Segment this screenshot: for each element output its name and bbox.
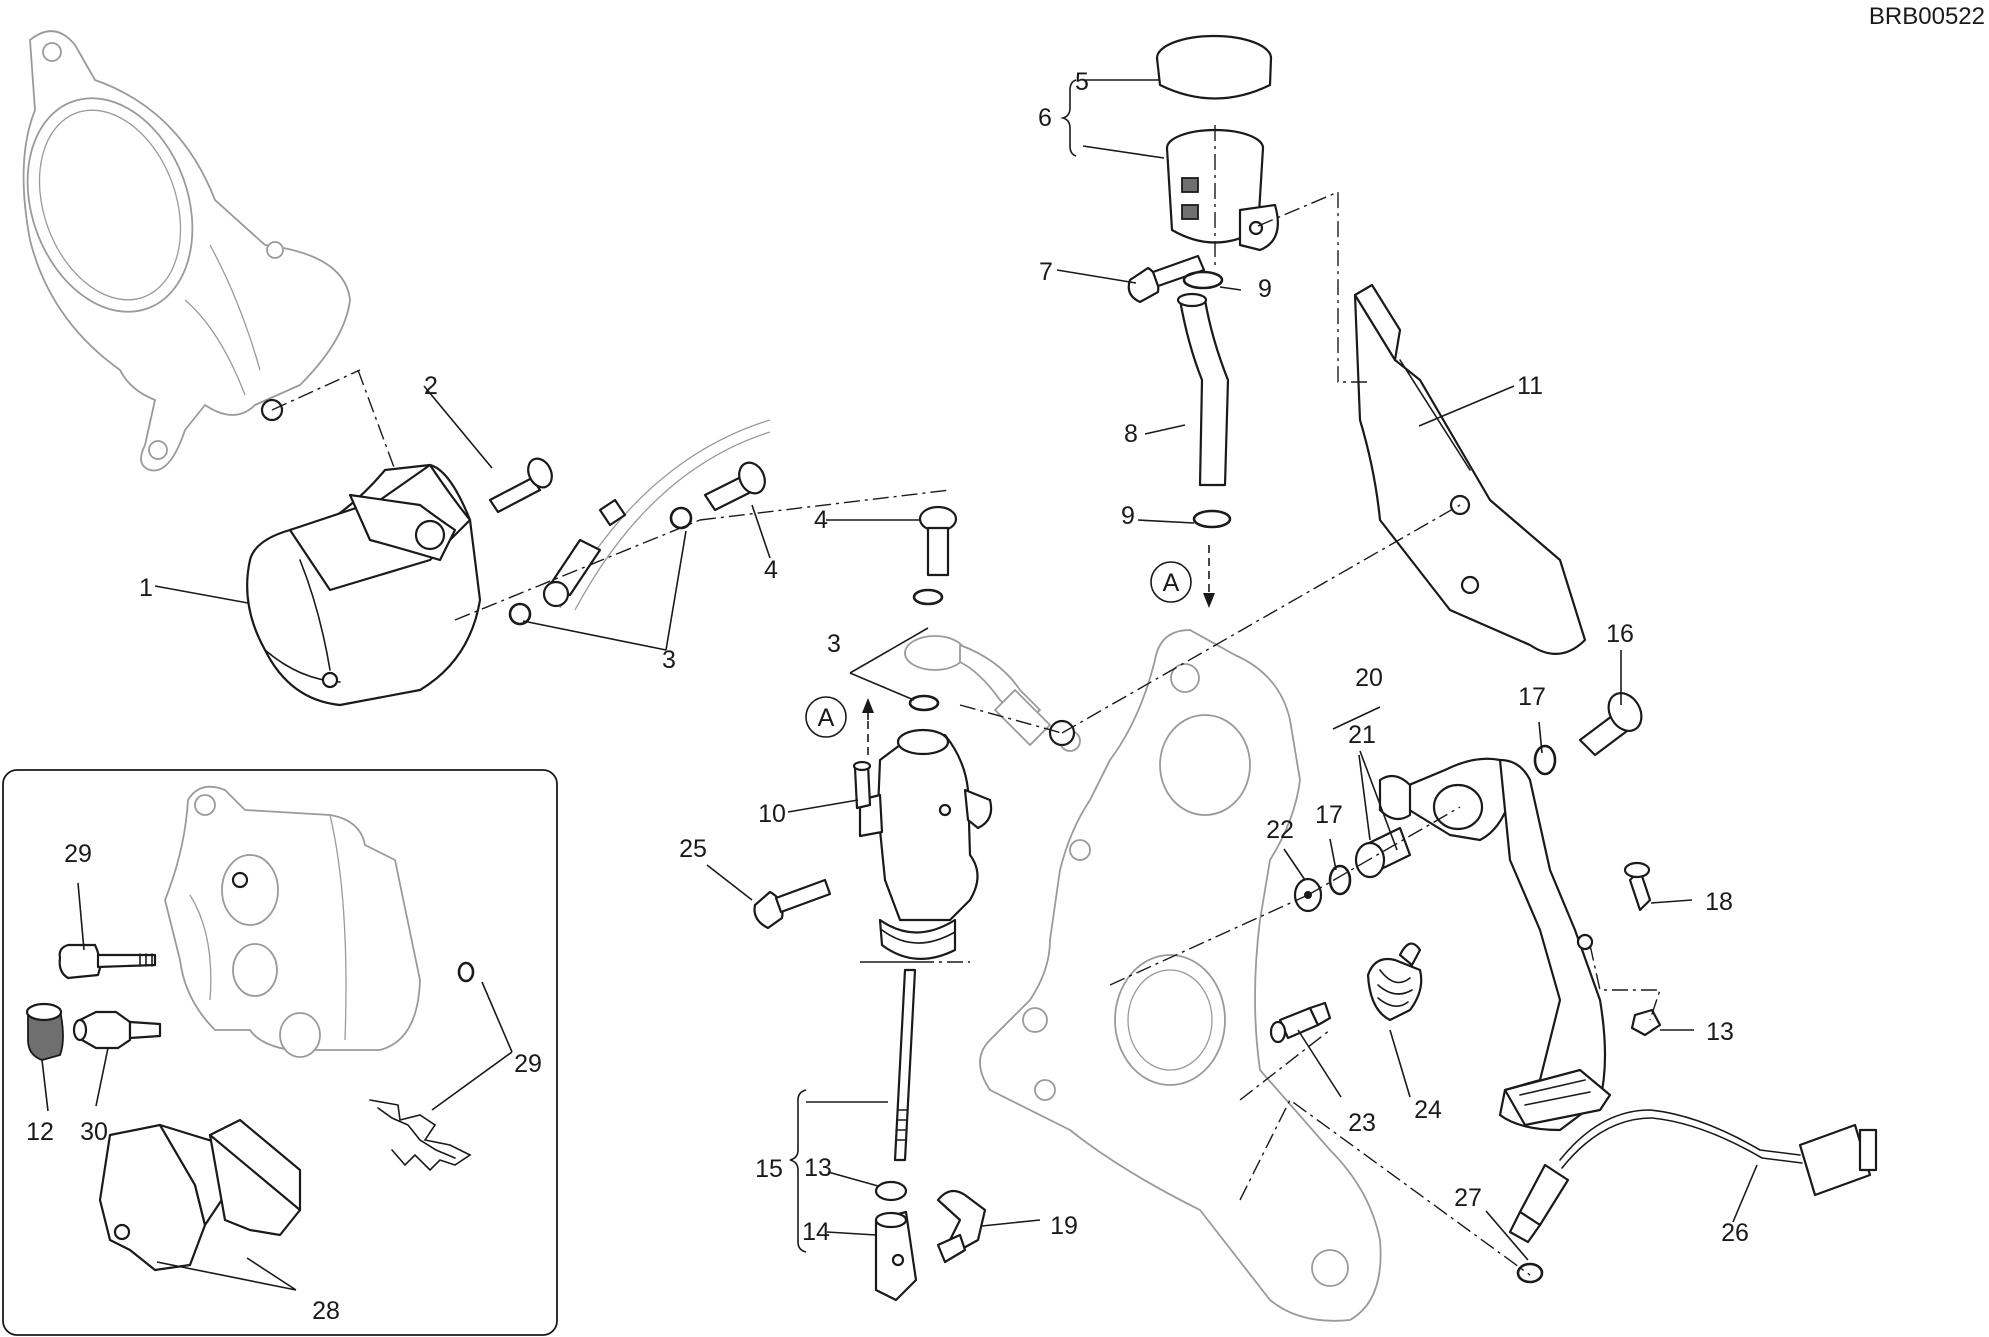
speed-sensor — [1508, 1109, 1878, 1284]
push-rod — [874, 968, 918, 1302]
callout-29b: 29 — [514, 1050, 542, 1078]
footrest-plate-ghost — [979, 629, 1382, 1322]
callout-29a: 29 — [64, 840, 92, 868]
view-marker-a-right-label: A — [1163, 569, 1180, 597]
callout-24: 24 — [1414, 1096, 1442, 1124]
callout-13a: 13 — [804, 1154, 832, 1182]
callout-27: 27 — [1454, 1184, 1482, 1212]
callout-16: 16 — [1606, 620, 1634, 648]
rear-caliper — [246, 463, 482, 707]
inset-cap — [25, 1002, 64, 1061]
callout-15: 15 — [755, 1155, 783, 1183]
view-marker-a-left-label: A — [818, 704, 835, 732]
callout-7: 7 — [1039, 258, 1053, 286]
view-arrows — [862, 545, 1215, 755]
brake-light-switch — [1269, 1001, 1332, 1044]
callout-25: 25 — [679, 835, 707, 863]
return-spring — [1366, 942, 1423, 1022]
callout-3a: 3 — [662, 646, 676, 674]
inset-pin — [58, 943, 157, 980]
brake-fluid-reservoir — [1155, 34, 1279, 252]
master-cylinder-bolt — [753, 878, 832, 930]
callout-9a: 9 — [1258, 275, 1272, 303]
callout-5: 5 — [1075, 68, 1089, 96]
callout-17a: 17 — [1518, 683, 1546, 711]
inset-brake-pads — [98, 1118, 302, 1272]
callout-11: 11 — [1517, 372, 1543, 400]
callout-2: 2 — [424, 372, 438, 400]
callout-30: 30 — [80, 1118, 108, 1146]
reference-code: BRB00522 — [1869, 3, 1985, 30]
brace-20 — [1332, 706, 1381, 730]
callout-10: 10 — [758, 800, 786, 828]
callout-26: 26 — [1721, 1219, 1749, 1247]
callout-6: 6 — [1038, 104, 1052, 132]
callout-12: 12 — [26, 1118, 54, 1146]
master-cylinder — [858, 728, 993, 960]
caliper-bracket-ghost — [22, 30, 351, 472]
pedal-pivot-bolt — [1533, 692, 1643, 776]
leader-lines — [41, 79, 1758, 1291]
inset-pad-clip — [369, 961, 475, 1172]
callout-20: 20 — [1355, 664, 1383, 692]
inset-bleed-screw — [72, 1010, 162, 1050]
assembly-axes — [271, 125, 1661, 1276]
reservoir-bolt — [1127, 254, 1206, 304]
reservoir-fitting — [852, 760, 872, 810]
reservoir-bracket — [1353, 283, 1587, 655]
callout-9b: 9 — [1121, 502, 1135, 530]
callout-13b: 13 — [1706, 1018, 1734, 1046]
callout-3b: 3 — [827, 630, 841, 658]
view-marker-a-right: A — [1150, 561, 1192, 603]
callout-14: 14 — [802, 1218, 830, 1246]
view-marker-a-left: A — [805, 696, 847, 738]
caliper-brake-hose — [508, 419, 771, 626]
callout-4a: 4 — [764, 556, 778, 584]
caliper-bolt — [488, 457, 553, 514]
callout-19: 19 — [1050, 1212, 1078, 1240]
callout-1: 1 — [139, 574, 153, 602]
callout-22: 22 — [1266, 816, 1294, 844]
callout-21: 21 — [1348, 721, 1376, 749]
brace-15 — [789, 1089, 807, 1253]
banjo-bolt-master — [904, 505, 1051, 746]
callout-4b: 4 — [814, 506, 828, 534]
brace-6 — [1060, 79, 1077, 157]
callout-28: 28 — [312, 1297, 340, 1325]
reservoir-hose — [1176, 270, 1232, 529]
clevis-clip — [936, 1189, 987, 1264]
callout-17b: 17 — [1315, 801, 1343, 829]
callout-18: 18 — [1705, 888, 1733, 916]
callout-numbers: 1 2 3 4 5 6 7 9 8 9 11 4 3 16 17 20 21 2… — [26, 68, 1749, 1325]
pedal-bushing — [1293, 826, 1412, 913]
callout-8: 8 — [1124, 420, 1138, 448]
brake-pedal — [1378, 757, 1612, 1132]
pedal-pin — [1623, 861, 1662, 1037]
callout-23: 23 — [1348, 1109, 1376, 1137]
